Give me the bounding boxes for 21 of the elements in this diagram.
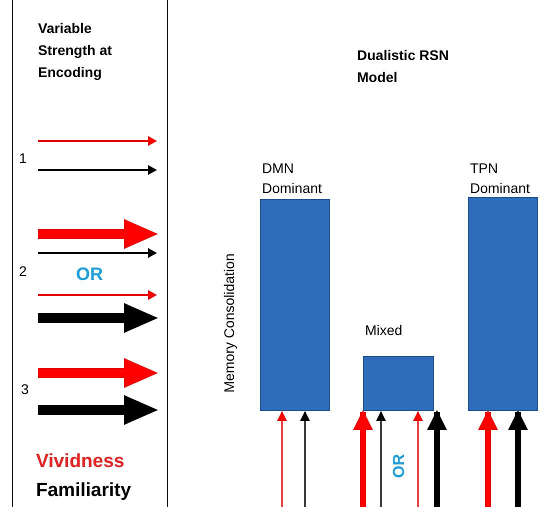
panel	[12, 0, 168, 507]
row-number: 2	[19, 262, 27, 280]
legend-text: Familiarity	[36, 479, 132, 502]
or-label: OR	[76, 263, 103, 285]
arrow	[427, 410, 447, 507]
row-number: 1	[19, 149, 27, 167]
axis-label: Memory Consolidation	[220, 253, 238, 393]
arrow	[508, 410, 528, 507]
bar-heading: DMN Dominant	[262, 159, 323, 198]
arrow	[277, 411, 287, 507]
arrow	[478, 410, 498, 507]
section-heading: Dualistic RSN Model	[357, 46, 450, 87]
row-number: 3	[21, 380, 29, 398]
bar-heading: TPN Dominant	[470, 159, 531, 198]
arrow	[353, 410, 373, 507]
arrow	[376, 411, 386, 507]
panel-title: Variable Strength at Encoding	[38, 19, 113, 82]
arrow	[300, 411, 310, 507]
arrow	[413, 411, 423, 507]
legend-text: Vividness	[36, 450, 124, 473]
bar-heading: Mixed	[365, 321, 404, 340]
